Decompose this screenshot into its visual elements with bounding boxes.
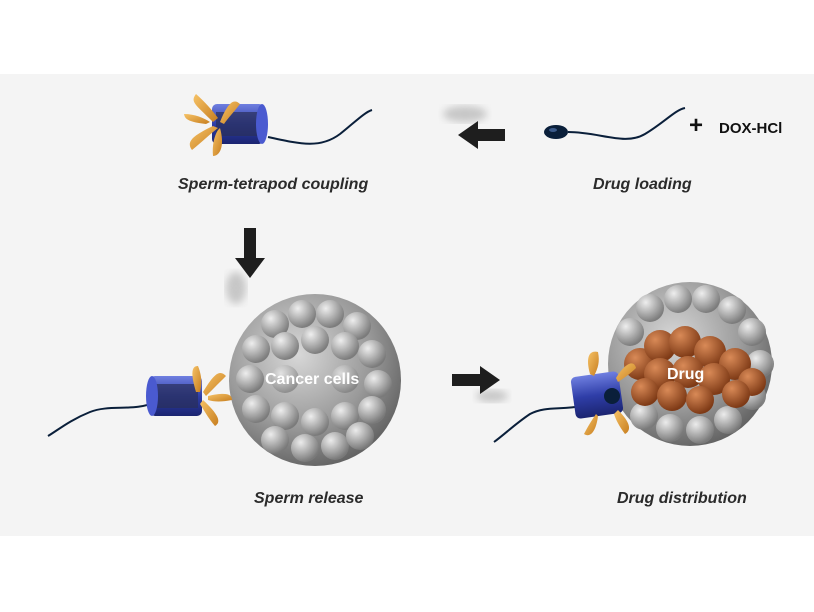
- caption-loading: Drug loading: [593, 176, 692, 193]
- caption-distribution: Drug distribution: [617, 490, 747, 507]
- distribution-tetrapod: [493, 351, 636, 443]
- drug-label: Drug: [667, 366, 705, 383]
- schematic-drawing: [47, 94, 774, 466]
- cancer-cells-label: Cancer cells: [265, 371, 360, 388]
- drug-cluster: [624, 326, 766, 414]
- caption-coupling: Sperm-tetrapod coupling: [178, 176, 369, 193]
- schematic-canvas: Sperm-tetrapod coupling Drug loading Spe…: [0, 74, 814, 536]
- arrow-loading-to-coupling: [443, 106, 505, 149]
- cancer-cell-sphere: [229, 294, 401, 466]
- release-tetrapod: [47, 366, 232, 437]
- arrow-release-to-distribution: [452, 366, 508, 402]
- caption-release: Sperm release: [254, 490, 364, 507]
- arrow-coupling-to-release: [226, 228, 265, 304]
- plus-sign: +: [689, 112, 704, 139]
- free-sperm: [544, 107, 686, 140]
- coupling-tetrapod: [184, 94, 373, 156]
- reagent-name: DOX-HCl: [719, 120, 783, 137]
- drug-sphere: [608, 282, 774, 446]
